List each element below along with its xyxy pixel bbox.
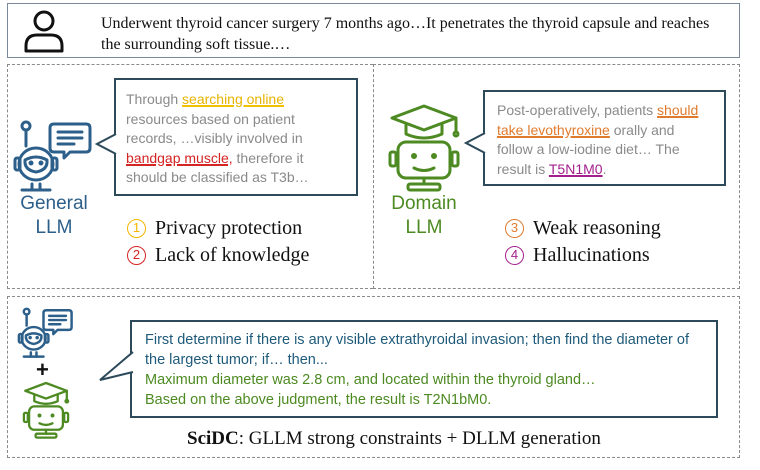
searching-online-highlight: searching online bbox=[182, 91, 285, 107]
general-llm-label: General LLM bbox=[20, 193, 88, 238]
user-icon bbox=[24, 10, 64, 53]
issue-text: Lack of knowledge bbox=[155, 244, 310, 266]
general-robot-icon bbox=[13, 120, 92, 192]
issue-number: 4 bbox=[505, 246, 524, 265]
domain-response-text: orally and follow a low-iodine diet… The… bbox=[497, 121, 680, 177]
issue-privacy: 1 Privacy protection bbox=[127, 216, 302, 241]
issue-text: Hallucinations bbox=[533, 244, 650, 266]
case-text: Underwent thyroid cancer surgery 7 month… bbox=[101, 15, 710, 53]
general-response-text: therefore it should be classified as T3b… bbox=[126, 149, 309, 186]
issue-number: 1 bbox=[127, 219, 146, 238]
t5n1m0-highlight: T5N1M0 bbox=[548, 160, 603, 177]
domain-response-text: Post-operatively, patients bbox=[497, 102, 658, 118]
domain-llm-label: Domain LLM bbox=[391, 193, 457, 238]
general-response-text: resources based on patient records, …vis… bbox=[126, 110, 303, 147]
caption-method-name: SciDC bbox=[187, 428, 239, 449]
bandgap-muscle-highlight: bandgap muscle, bbox=[126, 149, 233, 166]
scidc-caption: SciDC: GLLM strong constraints + DLLM ge… bbox=[187, 428, 601, 450]
scidc-result-text: Based on the above judgment, the result … bbox=[145, 392, 492, 408]
general-response-bubble: Through searching online resources based… bbox=[114, 78, 358, 196]
issue-hallucinations: 4 Hallucinations bbox=[505, 243, 650, 268]
caption-description: : GLLM strong constraints + DLLM generat… bbox=[238, 428, 601, 449]
scidc-domain-robot-icon bbox=[22, 381, 70, 439]
plus-sign: + bbox=[36, 357, 49, 382]
levothyroxine-highlight: should take levothyroxine bbox=[497, 102, 699, 138]
issue-knowledge: 2 Lack of knowledge bbox=[127, 243, 309, 268]
scidc-generation-text: Maximum diameter was 2.8 cm, and located… bbox=[145, 372, 596, 388]
general-response-text: Through bbox=[126, 91, 183, 107]
general-llm-panel bbox=[7, 64, 373, 289]
issue-number: 2 bbox=[127, 246, 146, 265]
domain-response-text: . bbox=[602, 160, 607, 177]
domain-bubble-tail bbox=[464, 132, 486, 154]
scidc-bubble-tail bbox=[99, 351, 134, 381]
domain-llm-panel bbox=[373, 64, 740, 289]
scidc-panel bbox=[7, 296, 740, 458]
issue-text: Weak reasoning bbox=[533, 217, 661, 239]
domain-robot-icon bbox=[388, 104, 460, 192]
issue-number: 3 bbox=[505, 219, 524, 238]
issue-reasoning: 3 Weak reasoning bbox=[505, 216, 661, 241]
domain-response-bubble: Post-operatively, patients should take l… bbox=[483, 90, 726, 186]
scidc-constraint-text: First determine if there is any visible … bbox=[145, 332, 690, 368]
scidc-general-robot-icon bbox=[17, 307, 73, 358]
general-bubble-tail bbox=[95, 133, 117, 155]
scidc-response-bubble: First determine if there is any visible … bbox=[130, 320, 718, 418]
case-panel: Underwent thyroid cancer surgery 7 month… bbox=[7, 3, 740, 58]
issue-text: Privacy protection bbox=[155, 217, 303, 239]
